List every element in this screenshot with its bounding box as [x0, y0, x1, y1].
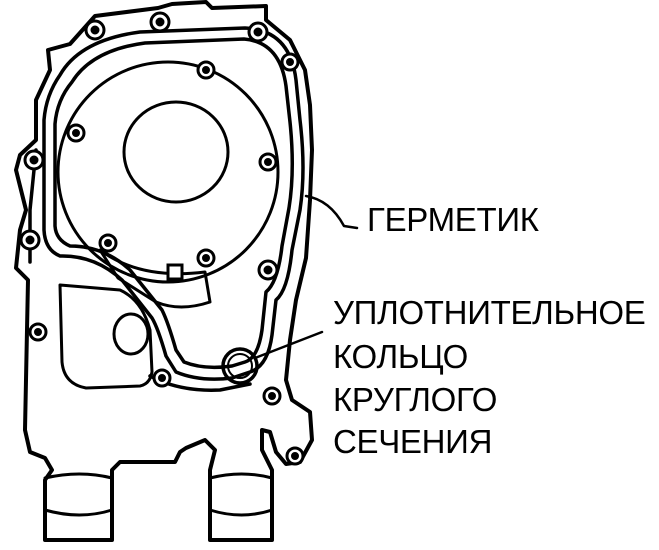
bolt-plate-bottom-right: [196, 248, 216, 268]
bolt-bottom-left: [28, 322, 48, 342]
oring-port: [221, 347, 259, 385]
bolt-plate-bottom-left: [98, 233, 118, 253]
oring-label-line-3: КРУГЛОГО: [333, 381, 498, 418]
oring-label-line-2: КОЛЬЦО: [333, 338, 469, 375]
bolt-plate-left: [66, 123, 86, 143]
oring-label-line-4: СЕЧЕНИЯ: [333, 423, 493, 460]
window-hole: [112, 312, 150, 356]
bolt-lower-right-tab: [285, 446, 305, 466]
plate-tab: [98, 248, 212, 309]
bolt-plate-top: [196, 60, 216, 80]
sealant-leader: [304, 194, 359, 230]
bolt-hub-tab: [166, 263, 184, 281]
oring-leader: [253, 330, 324, 360]
oring-label-line-1: УПЛОТНИТЕЛЬНОЕ: [333, 294, 646, 331]
oring-port-inner: [227, 353, 253, 379]
bolt-top-mid: [149, 11, 171, 33]
bolt-top-right: [247, 21, 269, 43]
bolt-bottom-right: [262, 386, 282, 406]
sealant-bead-outer: [42, 26, 305, 381]
hub-bore: [122, 100, 230, 204]
bolt-top-left: [84, 19, 106, 41]
left-pipe: [43, 472, 114, 517]
bolt-left-lower: [19, 229, 41, 251]
bolt-right-upper: [280, 52, 300, 72]
bolt-right-lower: [257, 259, 279, 281]
lower-window: [58, 283, 154, 390]
sealant-bead-inner: [53, 37, 294, 370]
bolt-left-upper: [23, 149, 45, 171]
bolt-bottom-mid: [152, 368, 172, 388]
housing-outline: [14, 0, 314, 542]
cover-plate: [56, 60, 280, 284]
bolt-plate-right: [258, 152, 278, 172]
sealant-label: ГЕРМЕТИК: [367, 201, 539, 238]
right-pipe: [208, 472, 274, 517]
